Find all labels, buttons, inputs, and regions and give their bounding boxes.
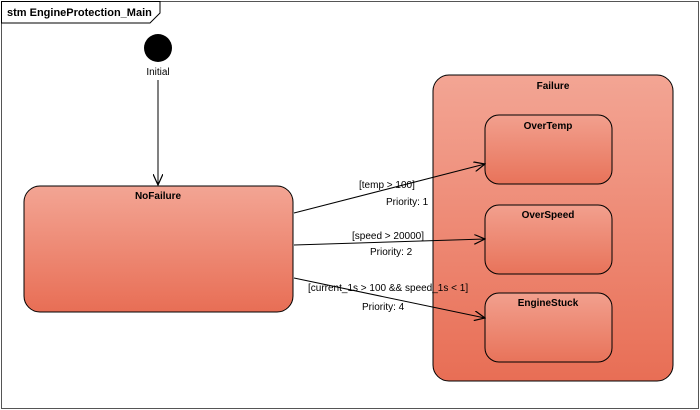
initial-label: Initial: [146, 67, 169, 78]
state-no-failure-label: NoFailure: [135, 191, 182, 202]
transition-to-engine-stuck[interactable]: [293, 277, 485, 318]
state-engine-stuck-label: EngineStuck: [518, 298, 579, 309]
transition-guard-speed: [speed > 20000]: [352, 231, 424, 242]
transition-to-over-speed[interactable]: [293, 239, 485, 246]
state-engine-stuck[interactable]: [484, 292, 613, 363]
transition-to-over-temp[interactable]: [293, 164, 485, 214]
state-over-speed-label: OverSpeed: [522, 210, 575, 221]
transition-guard-temp: [temp > 100]: [359, 180, 415, 191]
frame-title: stm EngineProtection_Main: [7, 7, 152, 19]
transition-guard-stuck: [current_1s > 100 && speed_1s < 1]: [308, 283, 468, 294]
state-no-failure[interactable]: [23, 185, 294, 313]
initial-node[interactable]: [144, 34, 172, 62]
frame-title-tab: [1, 1, 161, 24]
state-failure-label: Failure: [537, 81, 570, 92]
state-over-temp[interactable]: [484, 114, 613, 185]
transition-priority-speed: Priority: 2: [370, 247, 413, 258]
transition-priority-stuck: Priority: 4: [362, 302, 405, 313]
transition-priority-temp: Priority: 1: [386, 197, 429, 208]
state-over-temp-label: OverTemp: [524, 121, 573, 132]
